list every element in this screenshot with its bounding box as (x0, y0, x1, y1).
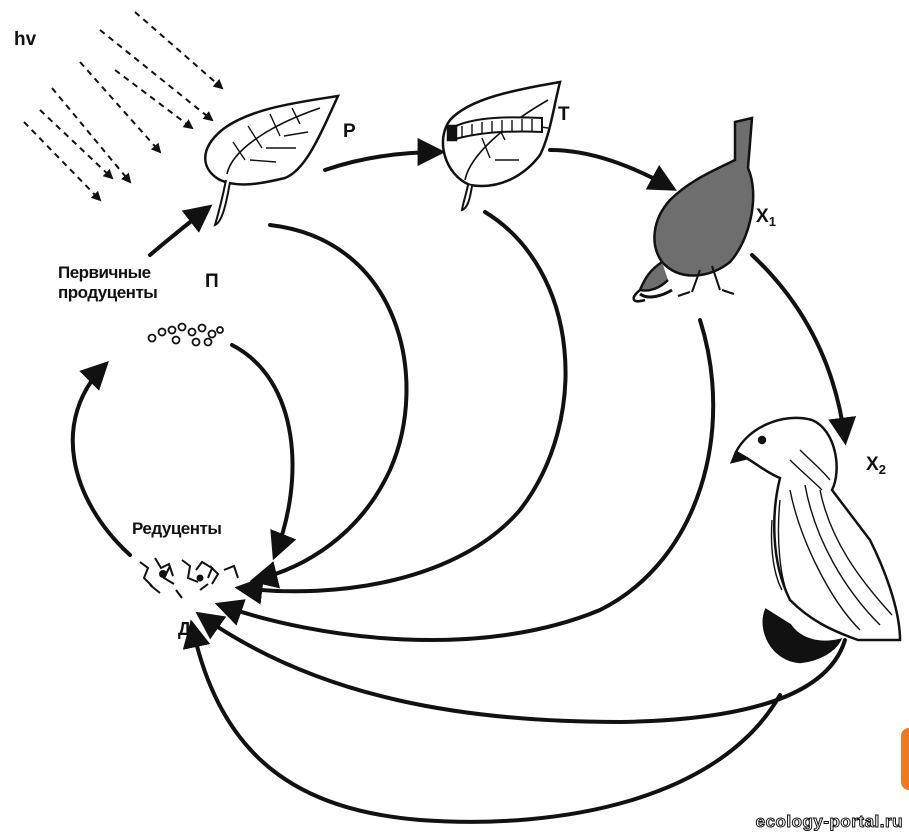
watermark: ecology-portal.ru (756, 812, 903, 832)
predator2-index: 2 (879, 462, 886, 477)
herbivore-label: Т (558, 105, 570, 124)
arrow-herbivore-to-decomposers (240, 212, 566, 591)
arrow-producers-to-plant (150, 208, 208, 255)
predator1-letter: X (756, 206, 769, 227)
arrow-plant-to-herbivore (325, 152, 440, 170)
light-energy-label: hv (14, 30, 36, 49)
predator2-label: X2 (866, 455, 886, 476)
arrow-herbivore-to-bird (550, 150, 672, 188)
sunlight-rays (24, 12, 222, 200)
leaf-with-caterpillar-icon (443, 82, 560, 210)
arrow-bird-to-eagle (752, 255, 845, 440)
arrow-plant-to-decomposers (255, 225, 407, 580)
arrow-producers-to-decomposers (232, 345, 293, 555)
bird-icon (634, 118, 754, 301)
predator2-letter: X (866, 454, 879, 475)
predator1-index: 1 (769, 214, 776, 229)
leaf-icon (205, 96, 338, 225)
arrow-eagle-remains-to-decomposers (192, 625, 780, 822)
decomposers-icon (140, 558, 238, 598)
predator1-label: X1 (756, 207, 776, 228)
seeds-icon (149, 324, 224, 346)
arrow-decomposers-to-producers (73, 365, 130, 555)
decomposers-label: Редуценты (132, 520, 221, 537)
orange-edge-tab (901, 728, 909, 790)
detritus-label: Д (178, 620, 191, 638)
producers-symbol-label: П (205, 272, 219, 291)
plant-label: Р (343, 122, 356, 141)
primary-producers-label: Первичные продуценты (58, 263, 183, 303)
